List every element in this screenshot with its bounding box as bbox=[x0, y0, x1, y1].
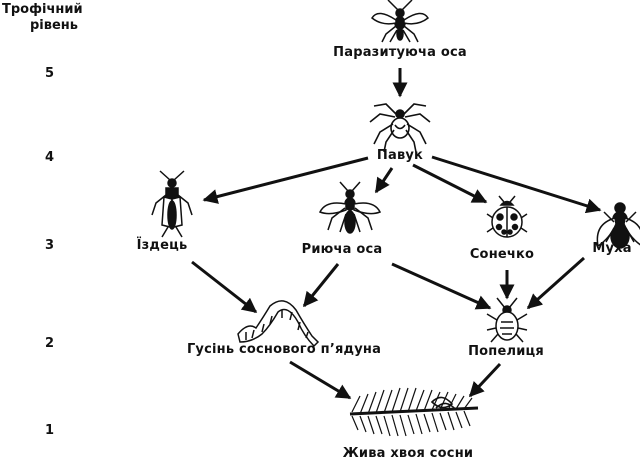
label-aphid: Попелиця bbox=[468, 344, 544, 359]
label-parasitic-wasp: Паразитуюча оса bbox=[333, 45, 467, 60]
spider-icon bbox=[369, 103, 431, 153]
level-5: 5 bbox=[45, 66, 55, 81]
level-4: 4 bbox=[45, 150, 55, 165]
label-spider: Павук bbox=[376, 148, 424, 163]
wasp-icon bbox=[371, 0, 429, 43]
ladybug-icon bbox=[486, 195, 528, 238]
axis-title-line2: рівень bbox=[30, 18, 79, 33]
aphid-icon bbox=[486, 297, 528, 343]
arrow-caterpillar-to-pine bbox=[289, 360, 352, 400]
arrow-ichneumon-to-caterpillar bbox=[191, 260, 258, 314]
arrow-spider-to-digger-wasp bbox=[374, 167, 394, 194]
arrow-digger-wasp-to-aphid bbox=[391, 262, 492, 310]
ichneumon-icon bbox=[151, 170, 193, 238]
digger-wasp-icon bbox=[318, 181, 382, 234]
axis-title-line1: Трофічний bbox=[2, 2, 83, 17]
arrow-spider-to-fly bbox=[431, 155, 602, 214]
caterpillar-icon bbox=[237, 300, 320, 348]
label-caterpillar: Гусінь соснового п’ядуна bbox=[186, 342, 382, 357]
arrow-spider-to-ichneumon bbox=[202, 156, 369, 204]
fly-icon bbox=[596, 202, 640, 249]
pine-branch-icon bbox=[349, 387, 479, 437]
label-ladybug: Сонечко bbox=[469, 247, 535, 262]
arrow-aphid-to-pine bbox=[468, 362, 502, 398]
label-ichneumon: Їздець bbox=[136, 238, 188, 253]
arrow-digger-wasp-to-caterpillar bbox=[302, 263, 340, 308]
label-fly: Муха bbox=[592, 241, 632, 256]
arrow-fly-to-aphid bbox=[526, 256, 585, 310]
arrow-spider-to-ladybug bbox=[412, 163, 488, 204]
level-3: 3 bbox=[45, 238, 55, 253]
level-1: 1 bbox=[45, 423, 55, 438]
label-digger-wasp: Риюча оса bbox=[301, 242, 383, 257]
level-2: 2 bbox=[45, 336, 55, 351]
label-pine-needles: Жива хвоя сосни bbox=[342, 446, 474, 461]
